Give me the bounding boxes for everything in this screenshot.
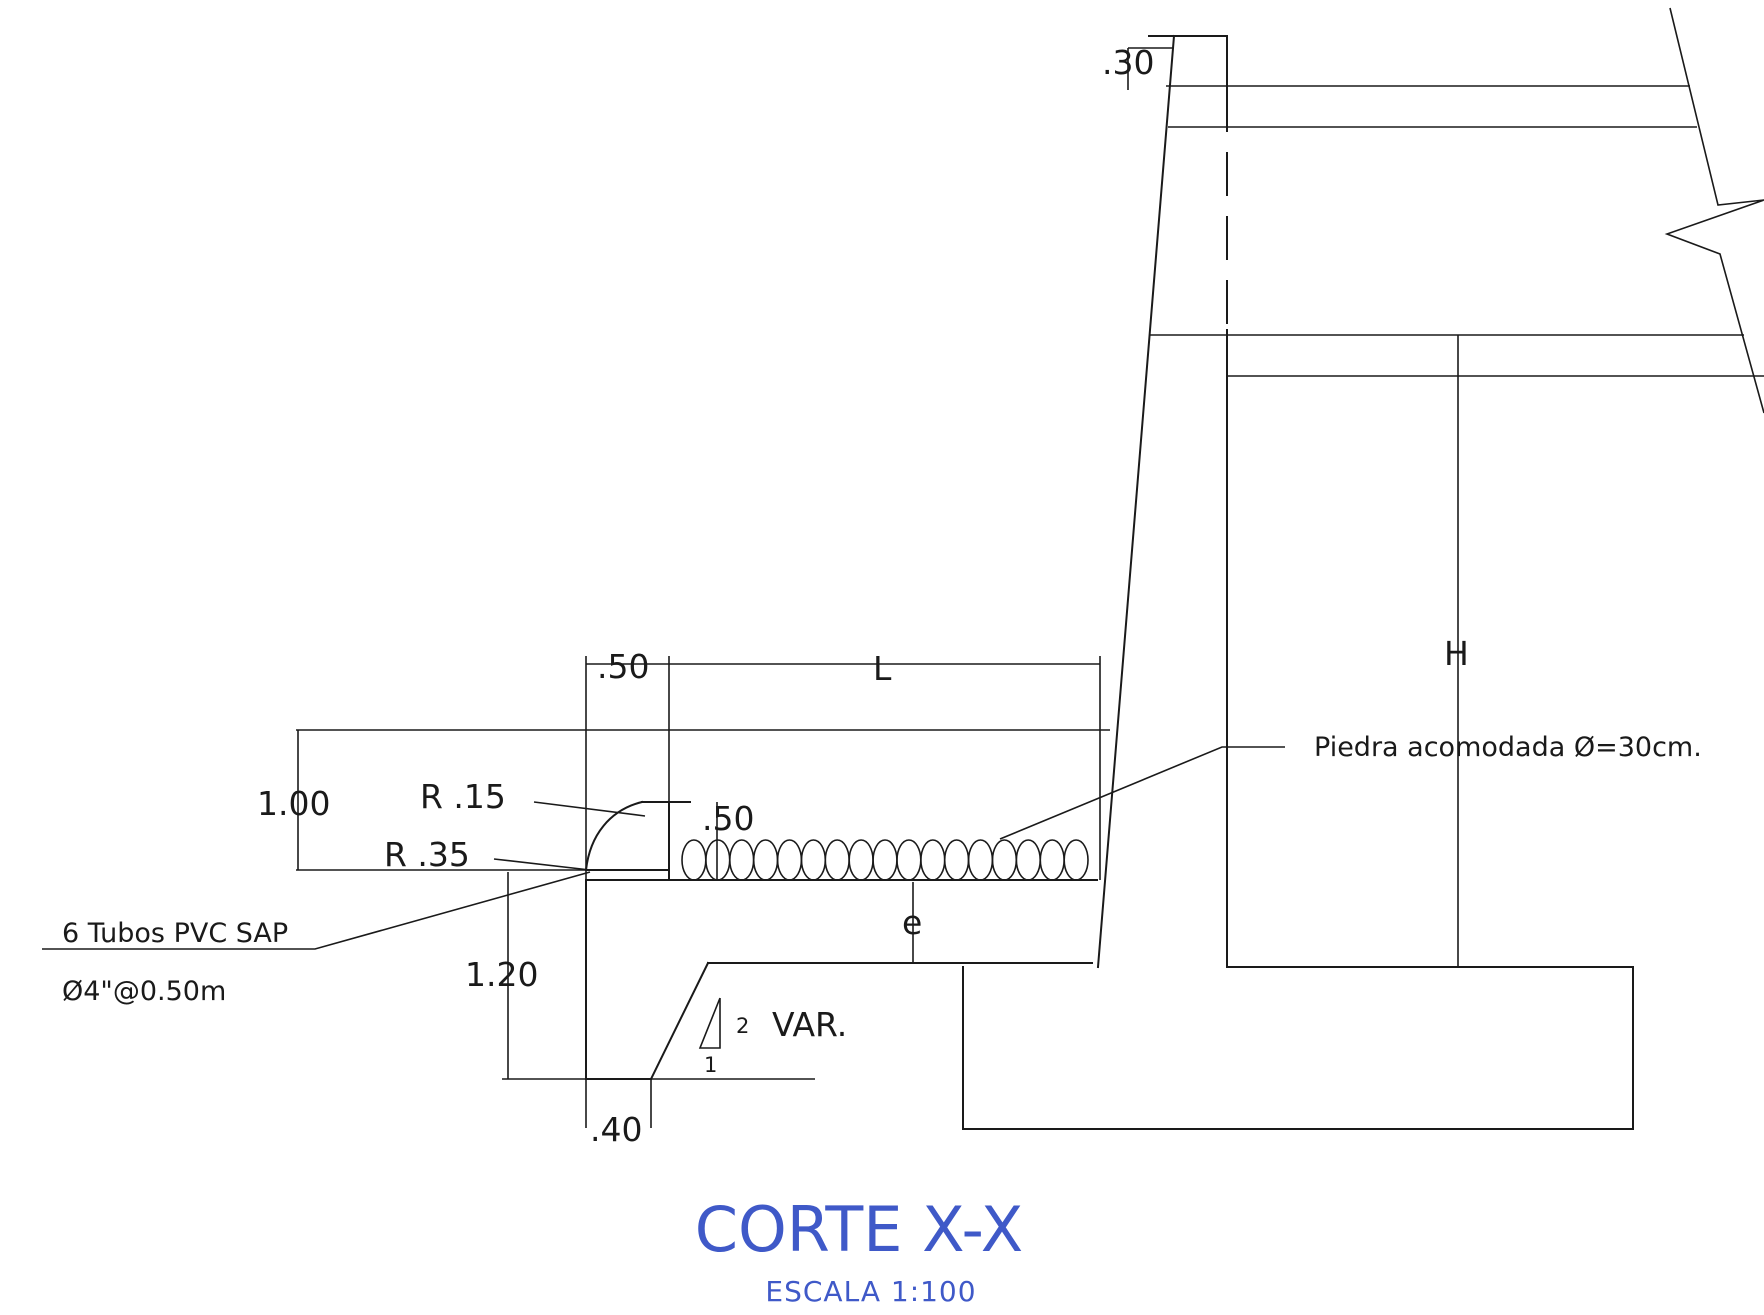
label-top-width: .30 — [1102, 43, 1154, 82]
label-end-sill: .50 — [702, 799, 754, 838]
stone-1 — [681, 839, 707, 881]
label-radius-large: R .35 — [384, 835, 470, 874]
sill-curve — [584, 800, 644, 872]
stone-9 — [872, 839, 898, 881]
slope-triangle — [698, 997, 721, 1049]
stone-6 — [800, 839, 827, 881]
label-height: H — [1444, 634, 1469, 673]
stone-16 — [1039, 839, 1065, 881]
label-radius-small: R .15 — [420, 777, 506, 816]
stone-15 — [1015, 839, 1042, 881]
label-thickness: e — [902, 903, 922, 942]
leader-radius-small — [533, 801, 646, 817]
leader-stone — [999, 746, 1285, 840]
label-drop-height: 1.00 — [257, 784, 330, 823]
stone-3 — [728, 839, 755, 881]
break-line — [1664, 7, 1764, 414]
stone-8 — [848, 839, 874, 881]
label-variable: VAR. — [772, 1005, 847, 1044]
drawing-title: CORTE X-X — [695, 1193, 1024, 1266]
stone-14 — [991, 839, 1018, 881]
label-slope-rise: 2 — [736, 1014, 749, 1038]
label-cutoff-width: .40 — [590, 1110, 642, 1149]
footing — [962, 966, 1634, 1130]
stone-11 — [920, 839, 946, 881]
wall-inner-face — [1096, 34, 1176, 969]
leader-pipes — [42, 871, 591, 950]
stone-13 — [967, 839, 994, 881]
stone-riprap — [681, 839, 1089, 881]
leader-radius-large — [493, 858, 591, 871]
stone-17 — [1063, 839, 1089, 881]
stone-12 — [943, 839, 970, 881]
drawing-scale: ESCALA 1:100 — [765, 1275, 976, 1308]
stone-7 — [824, 839, 850, 881]
stone-4 — [752, 839, 779, 881]
stone-10 — [896, 839, 922, 881]
label-apron-step: .50 — [597, 647, 649, 686]
stone-5 — [776, 839, 803, 881]
wall-structure — [962, 7, 1764, 1130]
label-cutoff-depth: 1.20 — [465, 955, 538, 994]
note-stone: Piedra acomodada Ø=30cm. — [1314, 732, 1702, 763]
labels: .30 .50 L H 1.00 R .15 R .35 .50 e 1.20 … — [62, 43, 1702, 1149]
dimension-lines — [42, 47, 1459, 1128]
label-slope-run: 1 — [704, 1053, 717, 1077]
label-length: L — [873, 649, 892, 688]
cutoff-slope — [649, 961, 710, 1081]
note-pipes-line1: 6 Tubos PVC SAP — [62, 918, 288, 949]
note-pipes-line2: Ø4"@0.50m — [62, 976, 226, 1007]
